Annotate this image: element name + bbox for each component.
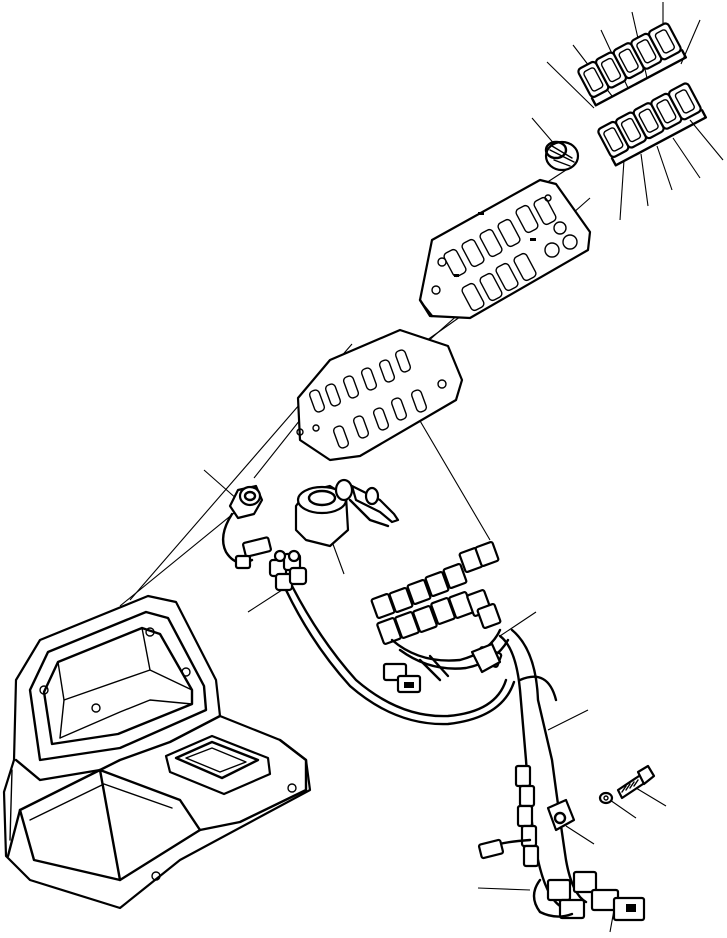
clamp-icon — [470, 642, 576, 832]
console-housing — [2, 594, 312, 910]
key-icon — [294, 478, 400, 548]
washer — [598, 791, 614, 805]
lamp-icon — [221, 484, 272, 570]
harness-clamp — [470, 642, 576, 832]
harness-icon — [268, 540, 646, 922]
upper-switch-panel — [418, 178, 592, 320]
knob-icon — [544, 140, 580, 172]
rotary-knob — [544, 140, 580, 172]
console-icon — [2, 594, 312, 910]
rocker-switch-icon — [630, 32, 663, 70]
indicator-lamp — [221, 484, 272, 570]
bolt-icon — [616, 764, 656, 800]
bolt — [616, 764, 656, 800]
switch-group-upper — [577, 22, 688, 107]
rocker-switch-icon — [647, 22, 682, 61]
wiring-harness — [268, 540, 646, 922]
panel-icon — [418, 178, 592, 320]
key-switch — [294, 478, 400, 548]
rocker-switch-icon — [594, 51, 628, 89]
switch-group-lower — [597, 82, 708, 167]
rocker-switch-icon — [667, 82, 702, 121]
plate-icon — [296, 328, 464, 462]
lower-switch-plate — [296, 328, 464, 462]
washer-icon — [598, 791, 614, 805]
